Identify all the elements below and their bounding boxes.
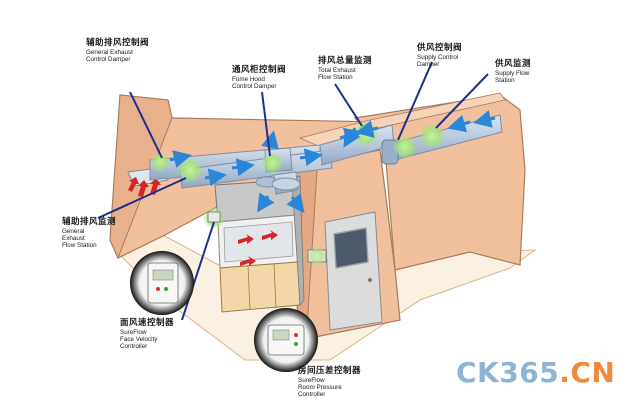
fume-hood (214, 175, 305, 313)
label-total-exhaust-flow-station: 排风总量监测 Total Exhaust Flow Station (318, 56, 373, 81)
label-supply-control-damper: 供风控制阀 Supply Control Damper (417, 43, 463, 68)
callout-lines (97, 61, 489, 321)
ck365-watermark-logo: CK365.CN (456, 356, 616, 389)
supply-flow-sensor (419, 123, 445, 149)
hood-inflow-arrows (238, 230, 278, 266)
supply-damper-sensor (393, 135, 417, 159)
door-window (333, 227, 369, 269)
airflow-arrows (169, 110, 496, 214)
label-fume-hood-control-damper: 通风柜控制阀 Fume Hood Control Damper (232, 65, 287, 90)
face-velocity-controller-device (147, 262, 179, 304)
label-supply-flow-station: 供风监测 Supply Flow Station (495, 59, 532, 84)
general-exhaust-damper-sensor (150, 152, 170, 172)
fume-hood-damper-sensor (261, 152, 283, 174)
total-exhaust-flow-sensor (353, 121, 379, 147)
general-exhaust-flow-sensor (177, 157, 203, 183)
label-general-exhaust-flow-station: 辅助排风监测 General Exhaust Flow Station (62, 217, 117, 249)
label-face-velocity-controller: 面风速控制器 SureFlow Face Velocity Controller (120, 318, 175, 350)
label-room-pressure-controller: 房间压差控制器 SureFlow Room Pressure Controlle… (298, 366, 362, 398)
label-general-exhaust-control-damper: 辅助排风控制阀 General Exhaust Control Damper (86, 38, 150, 63)
face-velocity-sensor (207, 211, 221, 223)
room-pressure-controller-device (267, 324, 305, 356)
